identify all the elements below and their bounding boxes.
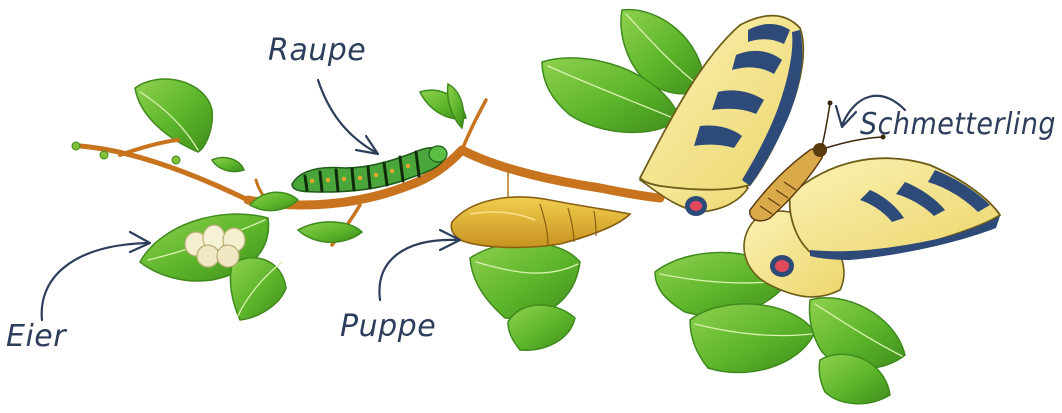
- label-pupa: Puppe: [340, 309, 436, 344]
- arrow-eggs: [42, 232, 150, 320]
- label-eggs: Eier: [6, 319, 67, 354]
- arrow-pupa: [379, 230, 460, 300]
- arrow-caterpillar: [318, 80, 378, 154]
- label-caterpillar: Raupe: [268, 33, 366, 68]
- leaf-cluster-pupa: [470, 242, 580, 350]
- label-butterfly: Schmetterling: [860, 107, 1056, 142]
